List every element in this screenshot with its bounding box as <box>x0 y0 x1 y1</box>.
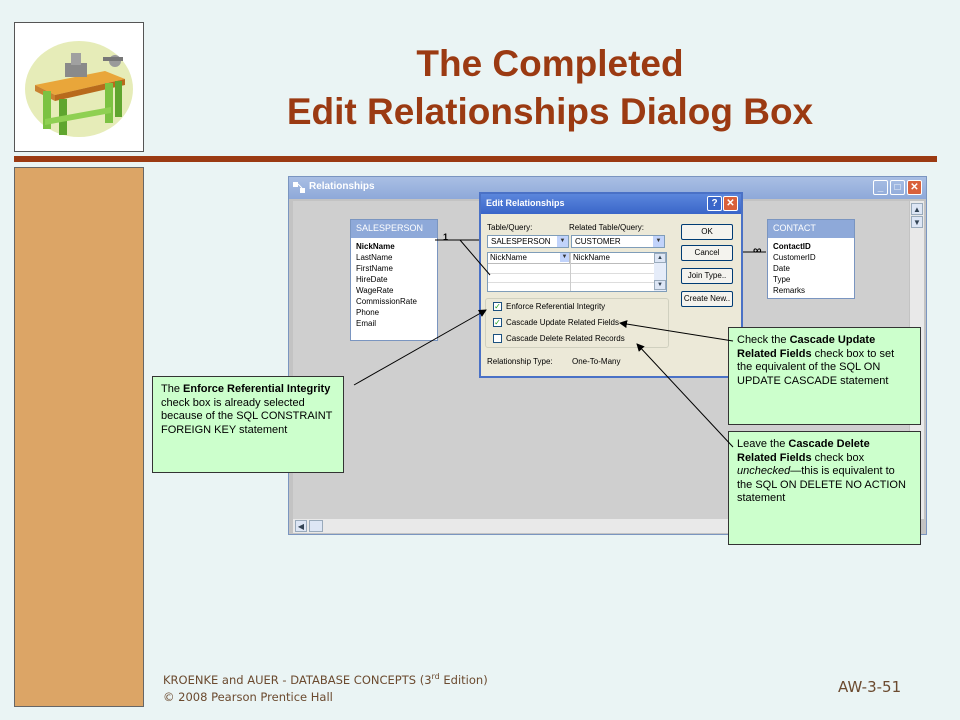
scroll-up-icon[interactable]: ▲ <box>911 203 923 215</box>
salesperson-table-header[interactable]: SALESPERSON <box>351 220 437 238</box>
dialog-titlebar: Edit Relationships ? ✕ <box>481 194 741 214</box>
table-field[interactable]: FirstName <box>356 264 393 273</box>
table-query-select[interactable]: SALESPERSON ▼ <box>487 235 569 248</box>
close-icon[interactable]: ✕ <box>907 180 922 195</box>
ok-button[interactable]: OK <box>681 224 733 240</box>
left-sidebar-bar <box>14 167 144 707</box>
related-table-select[interactable]: CUSTOMER ▼ <box>571 235 665 248</box>
help-icon[interactable]: ? <box>707 196 722 211</box>
relationship-one-marker: 1 <box>443 232 449 242</box>
chevron-down-icon[interactable]: ▼ <box>560 253 569 262</box>
cascade-update-checkbox[interactable]: ✓ <box>493 318 502 327</box>
table-field[interactable]: LastName <box>356 253 393 262</box>
field-grid-cell: NickName <box>570 253 654 264</box>
table-field[interactable]: Date <box>773 264 790 273</box>
table-field[interactable]: CustomerID <box>773 253 816 262</box>
join-type-button[interactable]: Join Type.. <box>681 268 733 284</box>
contact-table[interactable]: CONTACT ContactID CustomerID Date Type R… <box>767 219 855 299</box>
salesperson-table[interactable]: SALESPERSON NickName LastName FirstName … <box>350 219 438 341</box>
callout-bold-text: Enforce Referential Integrity <box>183 383 331 395</box>
table-field[interactable]: CommissionRate <box>356 297 417 306</box>
field-left-value[interactable]: NickName <box>490 253 527 262</box>
callout-bold-text: Cascade Update Related Fields <box>737 334 876 360</box>
slide-title-line2: Edit Relationships Dialog Box <box>286 91 814 132</box>
callout-text: check box is already selected because of… <box>161 396 333 436</box>
callout-text: Check the <box>737 334 790 346</box>
cascade-update-label[interactable]: Cascade Update Related Fields <box>506 318 619 327</box>
chevron-down-icon[interactable]: ▼ <box>653 236 664 247</box>
field-grid-divider <box>570 253 571 291</box>
related-table-label: Related Table/Query: <box>569 223 645 232</box>
callout-text: The <box>161 383 184 395</box>
callout-italic-text: unchecked <box>737 465 791 477</box>
enforce-integrity-checkbox[interactable]: ✓ <box>493 302 502 311</box>
workbench-logo-icon <box>25 41 133 137</box>
field-grid-cell: NickName ▼ <box>488 253 570 264</box>
scroll-left-icon[interactable]: ◀ <box>295 520 307 532</box>
table-field[interactable]: Type <box>773 275 791 284</box>
dialog-title: Edit Relationships <box>486 198 565 208</box>
callout-text: check box to set the equivalent of the S… <box>737 347 895 387</box>
relationship-type-label: Relationship Type: <box>487 357 553 366</box>
table-query-value: SALESPERSON <box>491 237 551 246</box>
field-right-value[interactable]: NickName <box>573 253 610 262</box>
footer-line2: © 2008 Pearson Prentice Hall <box>163 689 333 704</box>
contact-key-field[interactable]: ContactID <box>773 242 811 251</box>
relationships-title: Relationships <box>309 181 375 192</box>
table-field[interactable]: Phone <box>356 308 380 317</box>
salesperson-key-field[interactable]: NickName <box>356 242 395 251</box>
enforce-callout: The Enforce Referential Integrity check … <box>152 376 344 473</box>
slide-title-line1: The Completed <box>416 43 684 84</box>
edit-relationships-dialog: Edit Relationships ? ✕ Table/Query: Rela… <box>479 192 743 378</box>
contact-field-list: ContactID CustomerID Date Type Remarks <box>768 238 854 296</box>
table-field[interactable]: WageRate <box>356 286 394 295</box>
relationships-icon <box>293 182 305 193</box>
slide-title: The Completed Edit Relationships Dialog … <box>150 40 950 136</box>
related-table-value: CUSTOMER <box>575 237 621 246</box>
field-grid-row[interactable] <box>488 264 654 274</box>
table-field[interactable]: Remarks <box>773 286 806 295</box>
create-new-button[interactable]: Create New.. <box>681 291 733 307</box>
footer-credits: KROENKE and AUER - DATABASE CONCEPTS (3r… <box>163 668 488 706</box>
table-field[interactable]: Email <box>356 319 377 328</box>
maximize-icon[interactable]: □ <box>890 180 905 195</box>
cancel-button[interactable]: Cancel <box>681 245 733 261</box>
field-grid-row[interactable] <box>488 273 654 283</box>
scroll-down-icon[interactable]: ▼ <box>654 280 666 290</box>
relationships-titlebar: Relationships _ □ ✕ <box>289 177 926 199</box>
minimize-icon[interactable]: _ <box>873 180 888 195</box>
scroll-thumb[interactable] <box>309 520 323 532</box>
callout-text: check box <box>811 451 865 464</box>
footer-line1: KROENKE and AUER - DATABASE CONCEPTS (3r… <box>163 672 488 687</box>
cascade-delete-label[interactable]: Cascade Delete Related Records <box>506 334 625 343</box>
scroll-up-icon[interactable]: ▲ <box>654 253 666 263</box>
cascade-delete-checkbox[interactable] <box>493 334 502 343</box>
logo-box <box>14 22 144 152</box>
enforce-integrity-label[interactable]: Enforce Referential Integrity <box>506 302 606 311</box>
field-grid[interactable]: NickName ▼ NickName ▲ ▼ <box>487 252 667 292</box>
callout-text: —this is equivalent to the SQL ON DELETE… <box>737 465 906 504</box>
contact-table-header[interactable]: CONTACT <box>768 220 854 238</box>
chevron-down-icon[interactable]: ▼ <box>557 236 568 247</box>
scroll-down-icon[interactable]: ▼ <box>911 216 923 228</box>
callout-text: Leave the <box>737 438 789 450</box>
salesperson-field-list: NickName LastName FirstName HireDate Wag… <box>351 238 437 329</box>
table-field[interactable]: HireDate <box>356 275 388 284</box>
cascade-delete-callout: Leave the Cascade Delete Related Fields … <box>728 431 921 545</box>
cascade-update-callout: Check the Cascade Update Related Fields … <box>728 327 921 425</box>
relationship-type-value: One-To-Many <box>572 357 621 366</box>
dialog-close-icon[interactable]: ✕ <box>723 196 738 211</box>
field-grid-scrollbar[interactable]: ▲ ▼ <box>654 253 666 291</box>
table-query-label: Table/Query: <box>487 223 533 232</box>
relationship-many-marker: ∞ <box>753 243 762 257</box>
slide-number: AW-3-51 <box>838 678 902 696</box>
callout-bold-text: Cascade Delete Related Fields <box>737 438 870 464</box>
title-divider <box>14 156 937 162</box>
